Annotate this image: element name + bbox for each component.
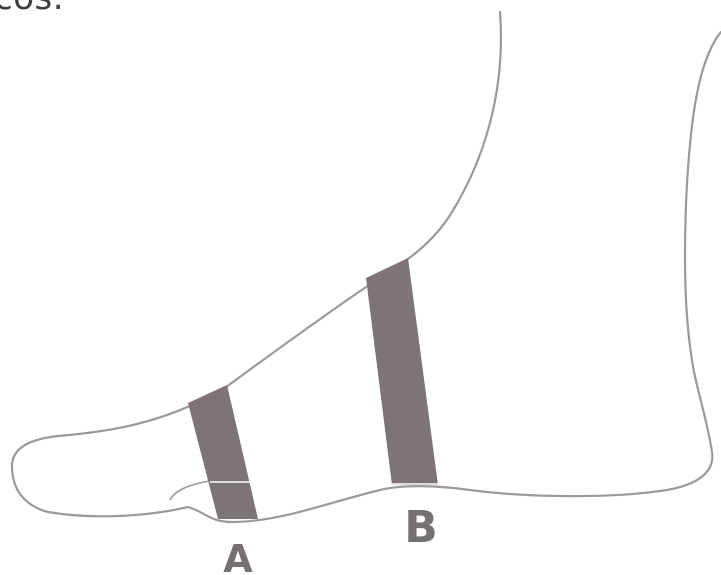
- label-a: A: [223, 537, 253, 575]
- label-b: B: [404, 502, 438, 553]
- toe-line: [169, 479, 216, 501]
- band-a: [188, 385, 258, 519]
- foot-outline: [10, 10, 721, 524]
- band-b: [366, 258, 438, 485]
- caption-fragment: cos.: [0, 0, 64, 18]
